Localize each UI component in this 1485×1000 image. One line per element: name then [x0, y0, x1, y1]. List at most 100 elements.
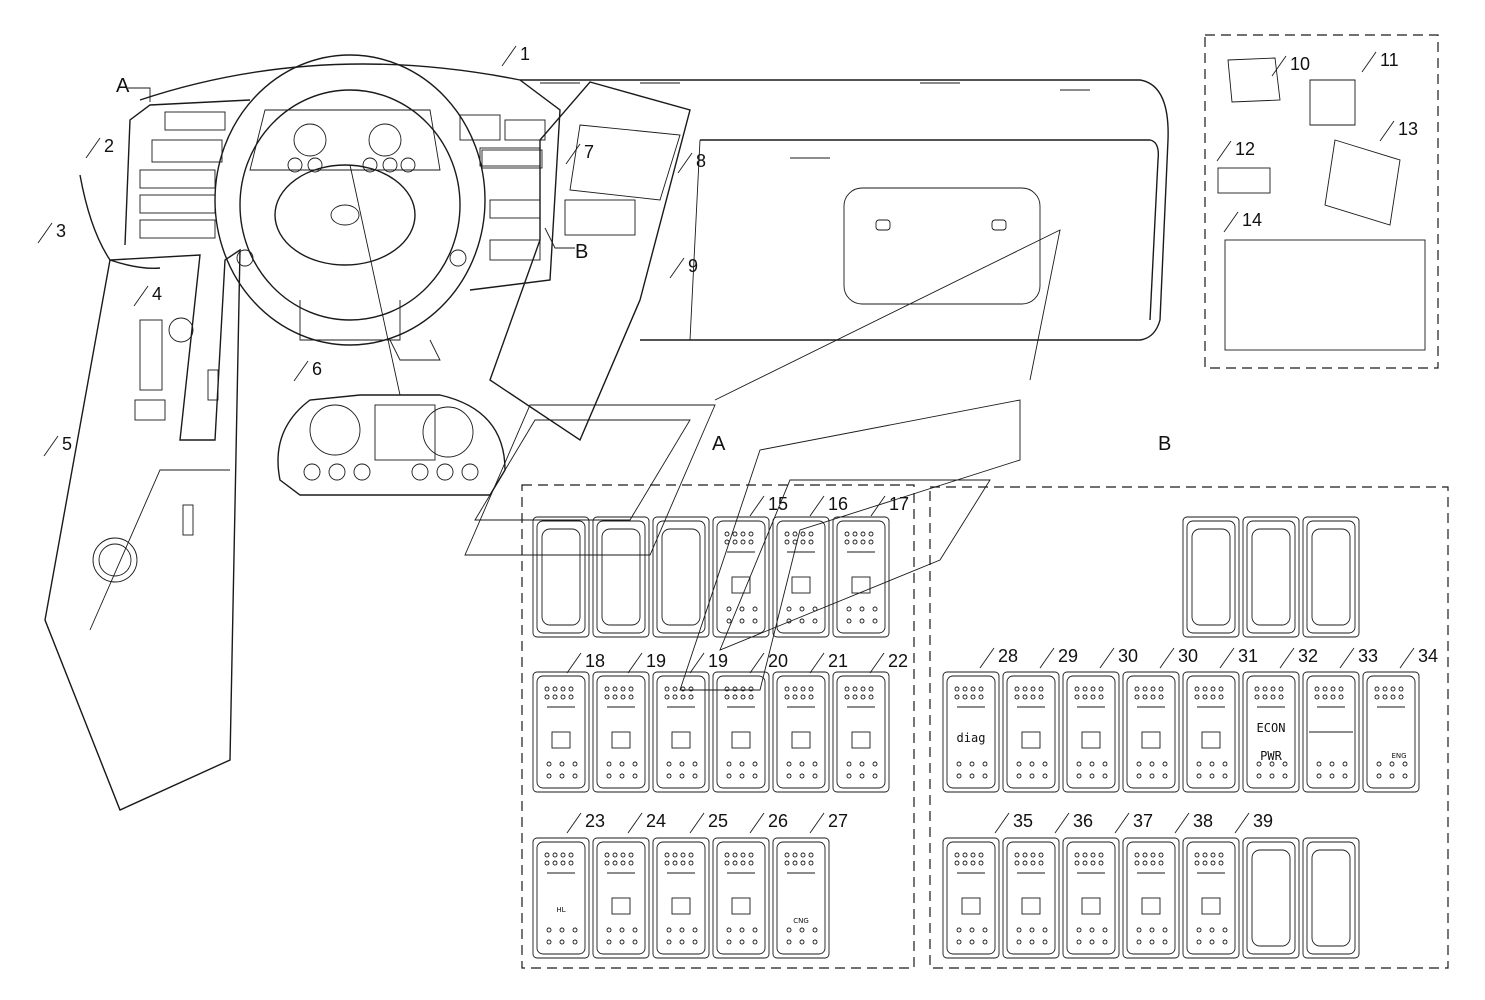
rocker-switch[interactable] — [1302, 837, 1360, 959]
section-label-b-panel: B — [1158, 433, 1171, 455]
warning-triangle-icon — [1081, 897, 1101, 915]
rocker-switch[interactable] — [942, 837, 1000, 959]
rocker-switch[interactable]: CNG — [772, 837, 830, 959]
callout-label: 29 — [1058, 646, 1078, 666]
rocker-switch[interactable] — [772, 671, 830, 793]
callout-label: 35 — [1013, 811, 1033, 831]
callout-label: 21 — [828, 651, 848, 671]
callout-label: 39 — [1253, 811, 1273, 831]
door-open-icon — [961, 897, 981, 915]
rocker-switch[interactable] — [712, 516, 770, 638]
ghost-frame — [464, 229, 1061, 691]
rocker-switch[interactable] — [1242, 516, 1300, 638]
callout-label: 37 — [1133, 811, 1153, 831]
callout-leader — [994, 812, 1010, 834]
rocker-switch[interactable] — [712, 837, 770, 959]
callout-leader — [677, 152, 693, 174]
switch-label: ECON — [1257, 721, 1286, 735]
switch-label: diag — [957, 731, 986, 745]
switch-label: ENG — [1391, 752, 1406, 760]
callout-leader — [1271, 55, 1287, 77]
switch-label: CNG — [793, 917, 809, 925]
wheelchair-icon — [731, 576, 751, 594]
callout-label: 20 — [768, 651, 788, 671]
rocker-switch[interactable] — [712, 671, 770, 793]
callout-label: 32 — [1298, 646, 1318, 666]
callout-label: 25 — [708, 811, 728, 831]
callout-label: 14 — [1242, 210, 1262, 230]
callout-leader — [566, 812, 582, 834]
panel-a-frame — [521, 484, 915, 969]
rocker-switch[interactable] — [652, 837, 710, 959]
section-label-a-panel: A — [712, 433, 726, 455]
callout-label: 18 — [585, 651, 605, 671]
callout-leader — [627, 652, 643, 674]
rocker-switch[interactable] — [1182, 516, 1240, 638]
callout-leader — [689, 652, 705, 674]
callout-leader — [37, 222, 53, 244]
callout-leader — [749, 812, 765, 834]
section-label-a-top: A — [116, 75, 130, 97]
callout-leader — [1159, 647, 1175, 669]
rocker-switch[interactable] — [1002, 837, 1060, 959]
callout-label: 31 — [1238, 646, 1258, 666]
callout-leader — [669, 257, 685, 279]
callout-leader — [809, 652, 825, 674]
callout-leader — [1339, 647, 1355, 669]
rocker-switch[interactable] — [592, 516, 650, 638]
callout-leader — [1279, 647, 1295, 669]
callout-label: 28 — [998, 646, 1018, 666]
rocker-switch[interactable] — [1062, 671, 1120, 793]
rocker-switch[interactable] — [652, 516, 710, 638]
rocker-switch[interactable] — [832, 671, 890, 793]
defrost-icon — [731, 897, 751, 915]
rocker-switch[interactable] — [1242, 837, 1300, 959]
callout-leader — [1099, 647, 1115, 669]
callout-label: 23 — [585, 811, 605, 831]
heater-seat-icon — [1021, 731, 1041, 749]
door-close-icon — [1021, 897, 1041, 915]
callout-label: 24 — [646, 811, 666, 831]
callout-leader — [565, 143, 581, 165]
rocker-switch[interactable] — [832, 516, 890, 638]
rocker-switch[interactable] — [1302, 516, 1360, 638]
callout-leader — [749, 495, 765, 517]
table-light-icon — [611, 731, 631, 749]
switch-label: HL — [556, 906, 565, 914]
dashboard-body — [489, 79, 1169, 442]
callout-leader — [566, 652, 582, 674]
rocker-switch[interactable]: diag — [942, 671, 1000, 793]
panel-b-frame — [929, 486, 1449, 969]
rocker-switch[interactable] — [592, 837, 650, 959]
callout-leader — [979, 647, 995, 669]
callout-leader — [689, 812, 705, 834]
rocker-switch[interactable] — [592, 671, 650, 793]
rocker-switch[interactable] — [532, 671, 590, 793]
rocker-switch[interactable] — [1062, 837, 1120, 959]
left-pedestal — [44, 248, 241, 811]
parts-inset — [1204, 34, 1439, 369]
callout-leader — [809, 812, 825, 834]
fan-icon — [851, 731, 871, 749]
rocker-switch[interactable] — [1122, 837, 1180, 959]
rocker-switch[interactable] — [1182, 671, 1240, 793]
rocker-switch[interactable] — [1302, 671, 1360, 793]
callout-leader — [1379, 120, 1395, 142]
callout-leader — [869, 652, 885, 674]
rocker-switch[interactable] — [1122, 671, 1180, 793]
rocker-switch[interactable] — [1002, 671, 1060, 793]
step-icon — [791, 576, 811, 594]
rocker-switch[interactable] — [1182, 837, 1240, 959]
horn-icon — [1141, 897, 1161, 915]
callout-leader — [1114, 812, 1130, 834]
spray-icon — [731, 731, 751, 749]
rocker-switch[interactable]: ENG — [1362, 671, 1420, 793]
rocker-switch[interactable] — [652, 671, 710, 793]
rocker-switch[interactable] — [532, 516, 590, 638]
rocker-switch[interactable] — [772, 516, 830, 638]
rocker-switch[interactable]: HL — [532, 837, 590, 959]
callout-leader — [1219, 647, 1235, 669]
callout-leader — [1234, 812, 1250, 834]
